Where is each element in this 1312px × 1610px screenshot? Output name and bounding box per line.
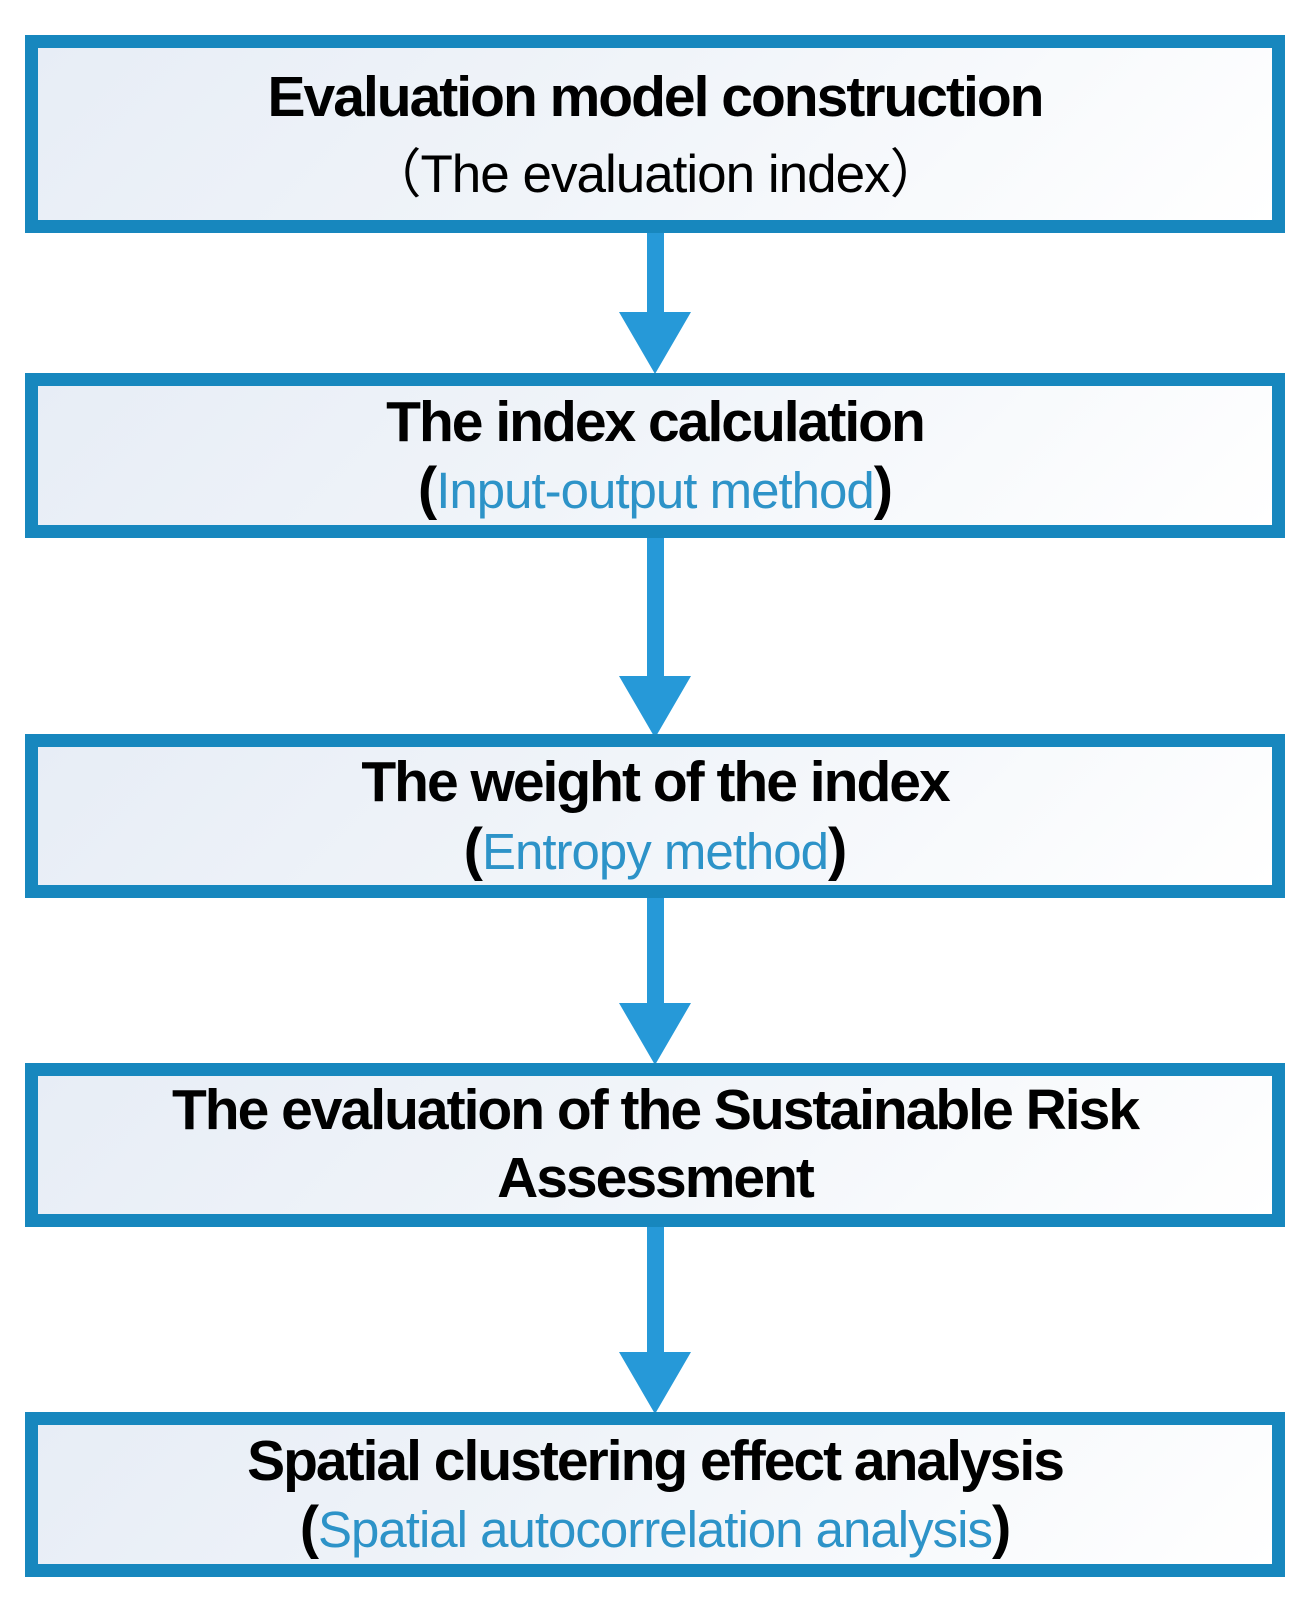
open-paren: ( <box>463 816 483 882</box>
step-title: Evaluation model construction <box>267 64 1045 129</box>
arrow-head-icon <box>619 1003 691 1065</box>
flow-arrow-down-4 <box>25 1217 1285 1414</box>
step-method: (Spatial autocorrelation analysis) <box>299 1495 1012 1561</box>
flow-step-index-calculation: The index calculation (Input-output meth… <box>25 373 1285 538</box>
subtitle-text: The evaluation index <box>420 144 890 204</box>
arrow-head-icon <box>619 676 691 738</box>
arrow-head-icon <box>619 1352 691 1414</box>
open-paren: ( <box>417 456 437 522</box>
flow-step-spatial-clustering-analysis: Spatial clustering effect analysis (Spat… <box>25 1412 1285 1577</box>
step-title-line1: The evaluation of the Sustainable Risk <box>171 1078 1140 1143</box>
step-subtitle: （The evaluation index） <box>368 144 943 204</box>
step-title: The weight of the index <box>361 750 950 815</box>
flow-step-weight-of-index: The weight of the index (Entropy method) <box>25 734 1285 898</box>
method-name: Spatial autocorrelation analysis <box>318 1501 993 1559</box>
method-name: Input-output method <box>436 462 874 520</box>
flow-step-evaluation-model-construction: Evaluation model construction （The evalu… <box>25 35 1285 233</box>
open-paren: （ <box>368 144 421 204</box>
flow-arrow-down-2 <box>25 524 1285 738</box>
arrow-shaft <box>646 222 664 312</box>
arrow-shaft <box>646 1217 664 1352</box>
open-paren: ( <box>299 1495 319 1561</box>
step-title-line2: Assessment <box>497 1145 815 1210</box>
step-method: (Input-output method) <box>417 456 893 522</box>
step-title: Spatial clustering effect analysis <box>247 1428 1065 1493</box>
flow-step-sustainable-risk-assessment: The evaluation of the Sustainable Risk A… <box>25 1063 1285 1227</box>
close-paren: ) <box>873 456 893 522</box>
arrow-shaft <box>646 889 664 1003</box>
flow-arrow-down-3 <box>25 889 1285 1065</box>
close-paren: ） <box>889 144 943 204</box>
step-title: The index calculation <box>386 389 926 454</box>
flow-arrow-down-1 <box>25 222 1285 374</box>
arrow-shaft <box>646 524 664 676</box>
step-method: (Entropy method) <box>463 816 848 882</box>
close-paren: ) <box>991 1495 1011 1561</box>
close-paren: ) <box>828 816 847 882</box>
method-name: Entropy method <box>481 822 829 880</box>
arrow-head-icon <box>619 312 691 374</box>
